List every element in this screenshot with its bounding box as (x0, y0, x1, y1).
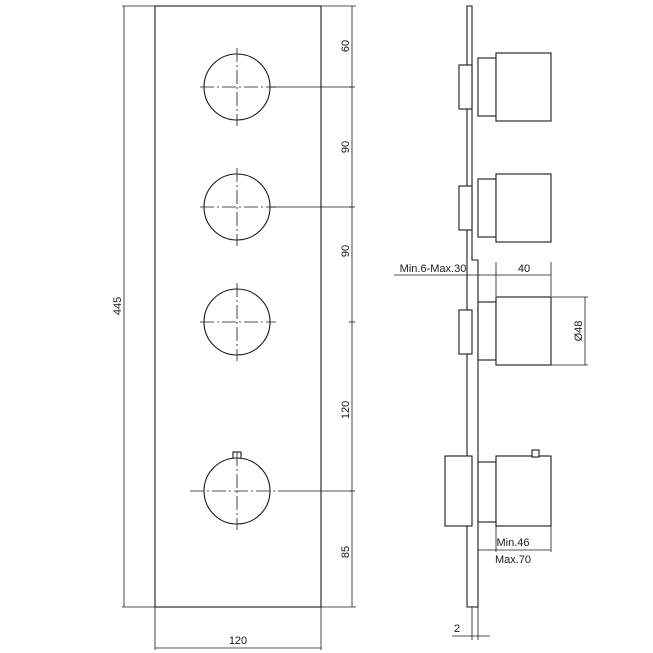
front-knob-2 (200, 168, 352, 246)
plate-thickness-dimension: 2 (452, 607, 490, 640)
thermostat-min-label: Min.46 (496, 537, 529, 549)
width-dimension: 120 (154, 607, 322, 650)
dim-60-label: 60 (340, 40, 352, 52)
overall-height-dimension: 445 (112, 5, 155, 608)
knob-length-label: 40 (518, 263, 530, 275)
front-plate (154, 5, 322, 608)
diameter-dimension: Ø48 (551, 296, 588, 366)
dim-85-label: 85 (340, 546, 352, 558)
side-view: 2 Min (394, 5, 588, 640)
dim-90a-label: 90 (340, 141, 352, 153)
depth-dimensions: Min.6-Max.30 40 (394, 262, 552, 296)
diameter-label: Ø48 (573, 321, 585, 342)
dim-90b-label: 90 (340, 245, 352, 257)
plate-thickness-label: 2 (454, 623, 460, 635)
overall-height-label: 445 (112, 297, 124, 315)
side-knob-1 (458, 52, 552, 122)
side-thermostat (444, 449, 552, 527)
depth-range-label: Min.6-Max.30 (400, 263, 467, 275)
dim-120-label: 120 (340, 401, 352, 419)
thermostat-length-dimension: Min.46 Max.70 (478, 526, 552, 566)
front-knob-3 (200, 283, 276, 361)
side-knob-3 (458, 296, 552, 366)
front-thermostat-knob (190, 451, 352, 530)
thermostat-max-label: Max.70 (495, 554, 531, 566)
vertical-chain-dimension: 60 90 90 120 85 (321, 5, 356, 608)
side-knob-2 (458, 173, 552, 243)
front-knob-1 (200, 48, 352, 126)
front-view: 445 120 (112, 5, 356, 650)
width-label: 120 (229, 635, 247, 647)
